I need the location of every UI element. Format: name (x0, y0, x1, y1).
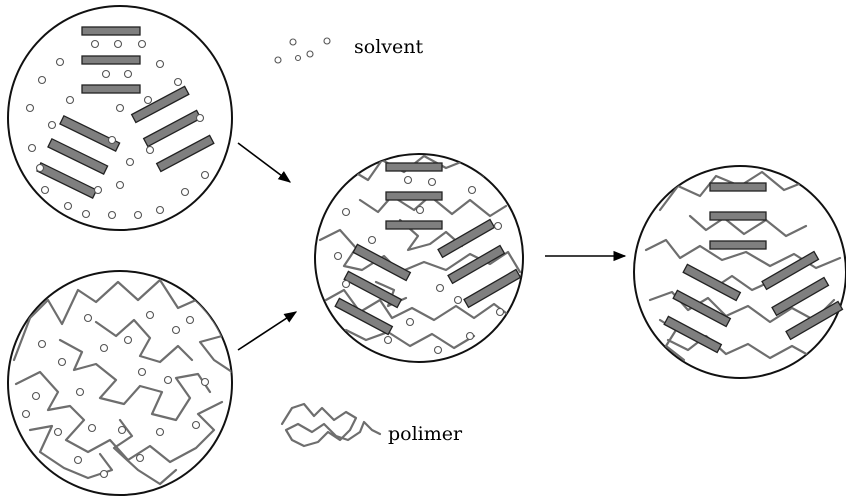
polymer-label: polimer (388, 423, 463, 445)
arrow-clay-to-mixture (238, 143, 290, 182)
polymer-in-solvent-circle (8, 271, 232, 495)
composite-circle (634, 166, 846, 378)
solvent-icon (275, 38, 330, 63)
solvent-label: solvent (354, 36, 423, 58)
clay-in-solvent-circle (8, 6, 232, 230)
polymer-legend: polimer (282, 404, 463, 446)
solvent-legend: solvent (275, 36, 423, 63)
mixture-circle (315, 154, 523, 362)
arrow-polymer-to-mixture (238, 312, 296, 350)
polymer-icon (282, 404, 380, 446)
